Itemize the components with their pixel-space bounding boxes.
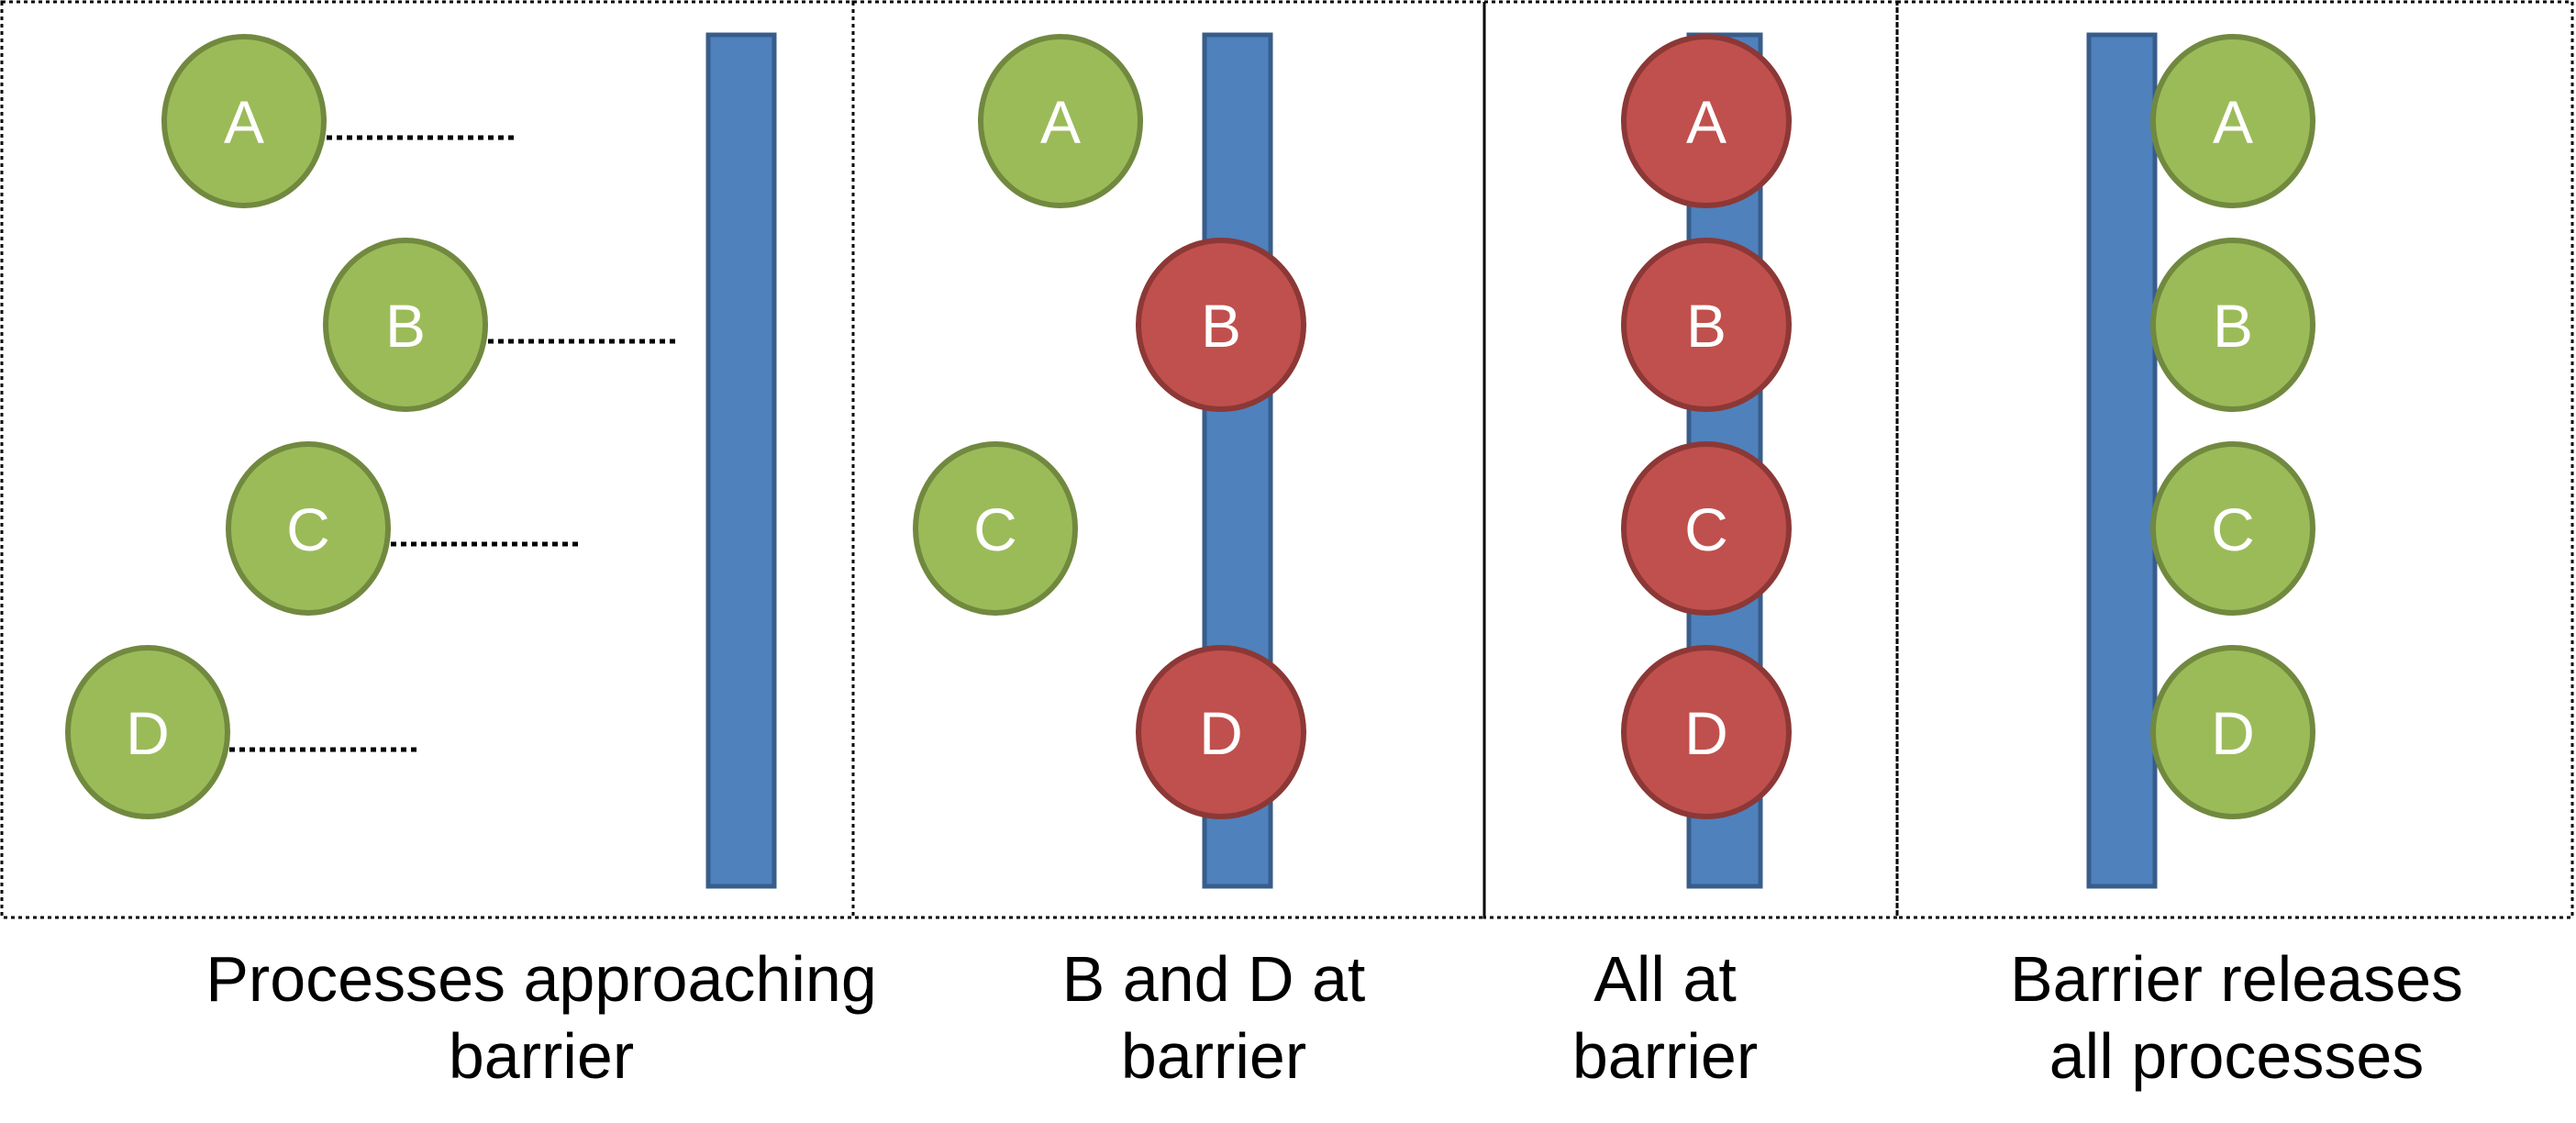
process-circle [226,441,391,616]
caption-released: Barrier releases all processes [1943,940,2530,1095]
process-node-d-released: D [2150,645,2315,819]
process-node-d-all-at: D [1621,645,1792,819]
process-circle [65,645,230,819]
panel-frame-all-at [1482,0,1899,919]
process-label: A [1686,88,1727,156]
process-label: C [973,495,1017,563]
process-node-c-all-at: C [1621,441,1792,616]
caption-line-1: Processes approaching [205,943,877,1015]
process-node-c-released: C [2150,441,2315,616]
process-node-c-b-and-d: C [913,441,1078,616]
process-node-b-b-and-d: B [1136,238,1306,412]
process-circle [2150,238,2315,412]
process-label: B [1686,292,1727,360]
caption-line-2: barrier [448,1020,635,1092]
process-node-a-released: A [2150,34,2315,208]
process-circle [1621,34,1792,208]
process-node-a-all-at: A [1621,34,1792,208]
caption-line-2: barrier [1571,1020,1759,1092]
process-label: B [2213,292,2253,360]
process-label: C [286,495,330,563]
process-circle [1621,441,1792,616]
process-label: D [2211,699,2255,767]
process-circle [1621,238,1792,412]
process-node-b-approaching: B [323,238,488,412]
process-label: D [1684,699,1728,767]
process-node-a-b-and-d: A [978,34,1143,208]
process-label: D [126,699,170,767]
process-circle [1621,645,1792,819]
process-circle [2150,645,2315,819]
barrier-bar-approaching [705,32,777,889]
caption-b-and-d: B and D at barrier [920,940,1507,1095]
process-circle [1136,238,1306,412]
barrier-bar-released [2086,32,2158,889]
process-label: C [1684,495,1728,563]
caption-line-1: All at [1593,943,1737,1015]
process-node-b-all-at: B [1621,238,1792,412]
caption-approaching: Processes approaching barrier [174,940,908,1095]
process-label: A [2213,88,2253,156]
process-label: D [1199,699,1243,767]
process-circle [2150,441,2315,616]
process-circle [913,441,1078,616]
process-node-d-approaching: D [65,645,230,819]
process-circle [2150,34,2315,208]
process-node-c-approaching: C [226,441,391,616]
caption-line-1: Barrier releases [2009,943,2464,1015]
caption-all-at: All at barrier [1482,940,1849,1095]
process-circle [161,34,327,208]
caption-line-2: all processes [2049,1020,2425,1092]
caption-line-2: barrier [1120,1020,1307,1092]
process-nodes: A B C D A B C D A B C D A B C D [65,34,2315,819]
process-circle [323,238,488,412]
panel-frame-b-and-d [851,0,1486,919]
process-node-d-b-and-d: D [1136,645,1306,819]
process-label: B [1201,292,1241,360]
process-node-a-approaching: A [161,34,327,208]
process-circle [1136,645,1306,819]
process-label: A [224,88,264,156]
process-circle [978,34,1143,208]
process-label: A [1040,88,1081,156]
caption-line-1: B and D at [1061,943,1366,1015]
process-label: B [385,292,426,360]
panel-frame-released [1895,0,2574,919]
process-node-b-released: B [2150,238,2315,412]
process-label: C [2211,495,2255,563]
